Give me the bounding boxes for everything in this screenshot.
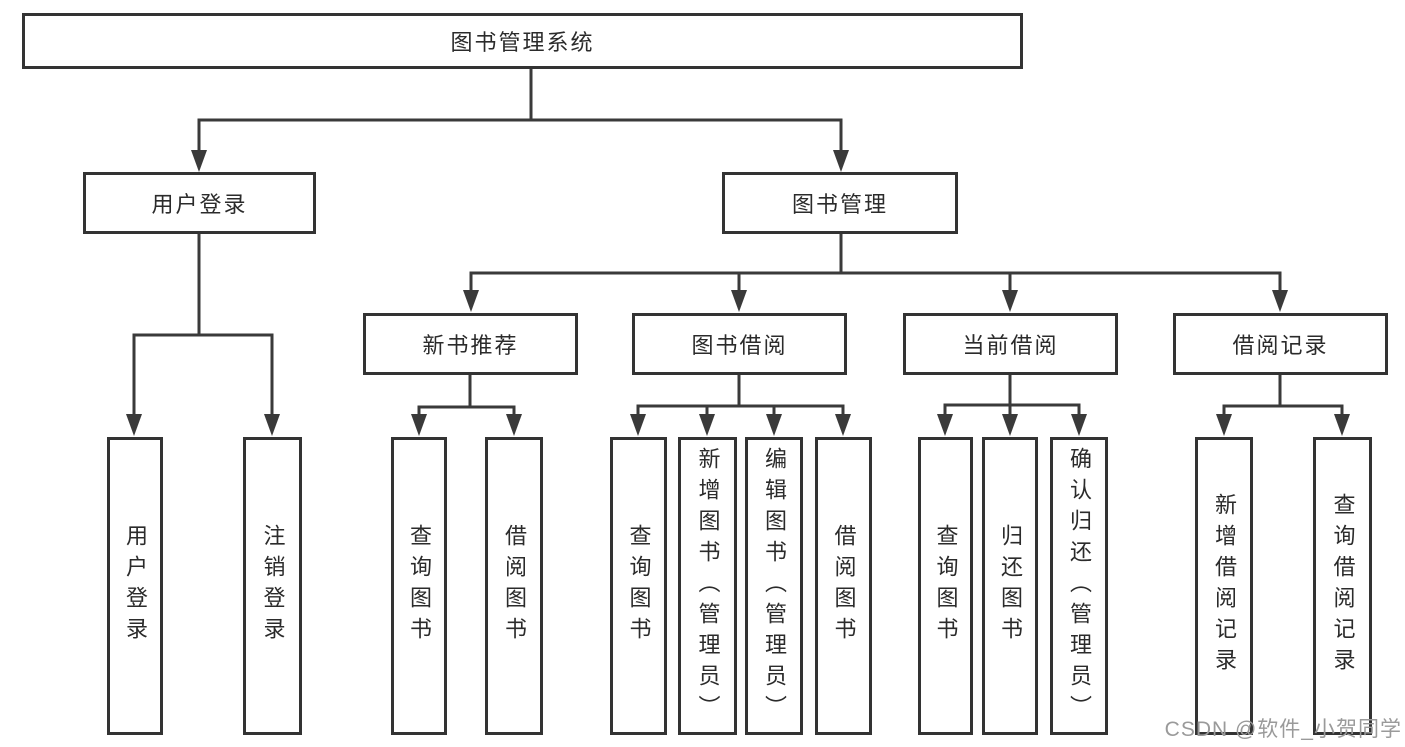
arrowhead-icon (1002, 414, 1018, 436)
leaf-newbook-query-books-label: 查询图书 (407, 524, 432, 648)
node-root: 图书管理系统 (22, 13, 1023, 69)
leaf-user-login-label: 用户登录 (123, 524, 148, 648)
leaf-borrow-add-books-admin: 新增图书（管理员） (678, 437, 737, 735)
leaf-record-query-borrow-record-label: 查询借阅记录 (1330, 493, 1356, 679)
node-book-management: 图书管理 (722, 172, 958, 234)
arrowhead-icon (937, 414, 953, 436)
connector-current-borrow-to-leaves (937, 373, 1087, 436)
leaf-logout-label: 注销登录 (260, 524, 286, 648)
node-root-label: 图书管理系统 (450, 30, 595, 55)
leaf-current-return-books: 归还图书 (982, 437, 1038, 735)
leaf-borrow-query-books: 查询图书 (610, 437, 667, 735)
arrowhead-icon (1071, 414, 1087, 436)
arrowhead-icon (1334, 414, 1350, 436)
leaf-newbook-borrow-books: 借阅图书 (485, 437, 543, 735)
leaf-record-add-borrow-record-label: 新增借阅记录 (1212, 493, 1237, 679)
arrowhead-icon (699, 414, 715, 436)
node-current-borrow: 当前借阅 (903, 313, 1118, 375)
node-new-book-recommend-label: 新书推荐 (422, 333, 519, 358)
arrowhead-icon (463, 290, 479, 312)
connector-book-borrow-to-leaves (630, 373, 851, 436)
connector-user-login-to-leaves (126, 232, 280, 436)
arrowhead-icon (1216, 414, 1232, 436)
leaf-borrow-query-books-label: 查询图书 (626, 524, 652, 648)
leaf-current-confirm-return-admin: 确认归还（管理员） (1050, 437, 1108, 735)
arrowhead-icon (411, 414, 427, 436)
arrowhead-icon (1002, 290, 1018, 312)
node-user-login: 用户登录 (83, 172, 316, 234)
node-book-borrow: 图书借阅 (632, 313, 847, 375)
node-current-borrow-label: 当前借阅 (962, 333, 1059, 358)
leaf-user-login: 用户登录 (107, 437, 163, 735)
leaf-current-query-books-label: 查询图书 (933, 524, 959, 648)
leaf-record-add-borrow-record: 新增借阅记录 (1195, 437, 1253, 735)
leaf-newbook-borrow-books-label: 借阅图书 (502, 524, 527, 648)
node-borrow-record: 借阅记录 (1173, 313, 1388, 375)
arrowhead-icon (506, 414, 522, 436)
node-borrow-record-label: 借阅记录 (1232, 333, 1329, 358)
leaf-current-query-books: 查询图书 (918, 437, 973, 735)
leaf-borrow-borrow-books-label: 借阅图书 (831, 524, 857, 648)
connector-book-mgmt-to-level3 (463, 232, 1288, 312)
leaf-borrow-edit-books-admin-label: 编辑图书（管理员） (762, 446, 787, 726)
arrowhead-icon (191, 150, 207, 172)
leaf-borrow-borrow-books: 借阅图书 (815, 437, 872, 735)
arrowhead-icon (126, 414, 142, 436)
connector-root-to-level2 (191, 66, 849, 172)
leaf-current-confirm-return-admin-label: 确认归还（管理员） (1067, 446, 1092, 726)
node-user-login-label: 用户登录 (151, 192, 248, 217)
arrowhead-icon (630, 414, 646, 436)
arrowhead-icon (833, 150, 849, 172)
node-book-borrow-label: 图书借阅 (691, 333, 788, 358)
connector-borrow-record-to-leaves (1216, 373, 1350, 436)
node-book-management-label: 图书管理 (791, 192, 888, 217)
arrowhead-icon (731, 290, 747, 312)
leaf-borrow-edit-books-admin: 编辑图书（管理员） (745, 437, 803, 735)
connector-new-book-to-leaves (411, 373, 522, 436)
leaf-current-return-books-label: 归还图书 (998, 524, 1023, 648)
node-new-book-recommend: 新书推荐 (363, 313, 578, 375)
leaf-borrow-add-books-admin-label: 新增图书（管理员） (695, 446, 721, 726)
arrowhead-icon (766, 414, 782, 436)
leaf-record-query-borrow-record: 查询借阅记录 (1313, 437, 1372, 735)
leaf-newbook-query-books: 查询图书 (391, 437, 447, 735)
leaf-logout: 注销登录 (243, 437, 302, 735)
arrowhead-icon (1272, 290, 1288, 312)
arrowhead-icon (835, 414, 851, 436)
arrowhead-icon (264, 414, 280, 436)
watermark: CSDN @软件_小贺同学 (1164, 718, 1402, 741)
